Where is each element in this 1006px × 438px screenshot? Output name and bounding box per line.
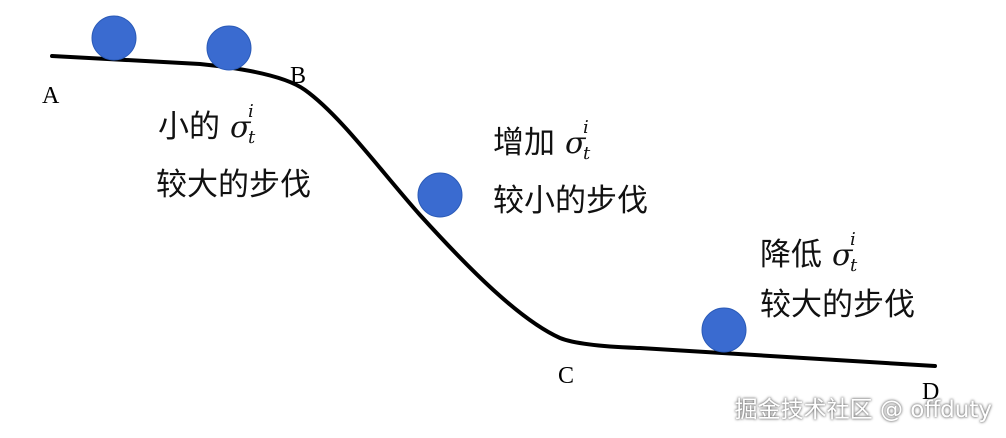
point-label-a: A	[42, 83, 60, 109]
descent-curve	[50, 54, 937, 368]
ball-4	[701, 307, 747, 353]
watermark: 掘金技术社区 @ offduty	[734, 397, 992, 423]
sigma-sup-bc: i	[583, 117, 589, 138]
sigma-sub-cd: t	[850, 255, 858, 276]
ball-1	[91, 15, 137, 61]
annotation-cd-prefix: 降低	[760, 237, 822, 273]
annotation-ab-prefix: 小的	[158, 109, 220, 145]
sigma-sup-cd: i	[850, 229, 856, 250]
ball-2	[206, 25, 252, 71]
point-label-b: B	[290, 63, 307, 89]
sigma-sub-bc: t	[583, 143, 591, 164]
sigma-sup-ab: i	[248, 101, 254, 122]
annotation-ab-line2: 较大的步伐	[156, 167, 311, 203]
ball-3	[417, 172, 463, 218]
point-label-d: D	[922, 379, 940, 405]
sigma-sub-ab: t	[248, 127, 256, 148]
annotation-cd-line2: 较大的步伐	[760, 287, 915, 323]
annotation-bc-prefix: 增加	[493, 125, 555, 161]
point-label-c: C	[558, 363, 575, 389]
annotation-bc-line2: 较小的步伐	[493, 183, 648, 219]
